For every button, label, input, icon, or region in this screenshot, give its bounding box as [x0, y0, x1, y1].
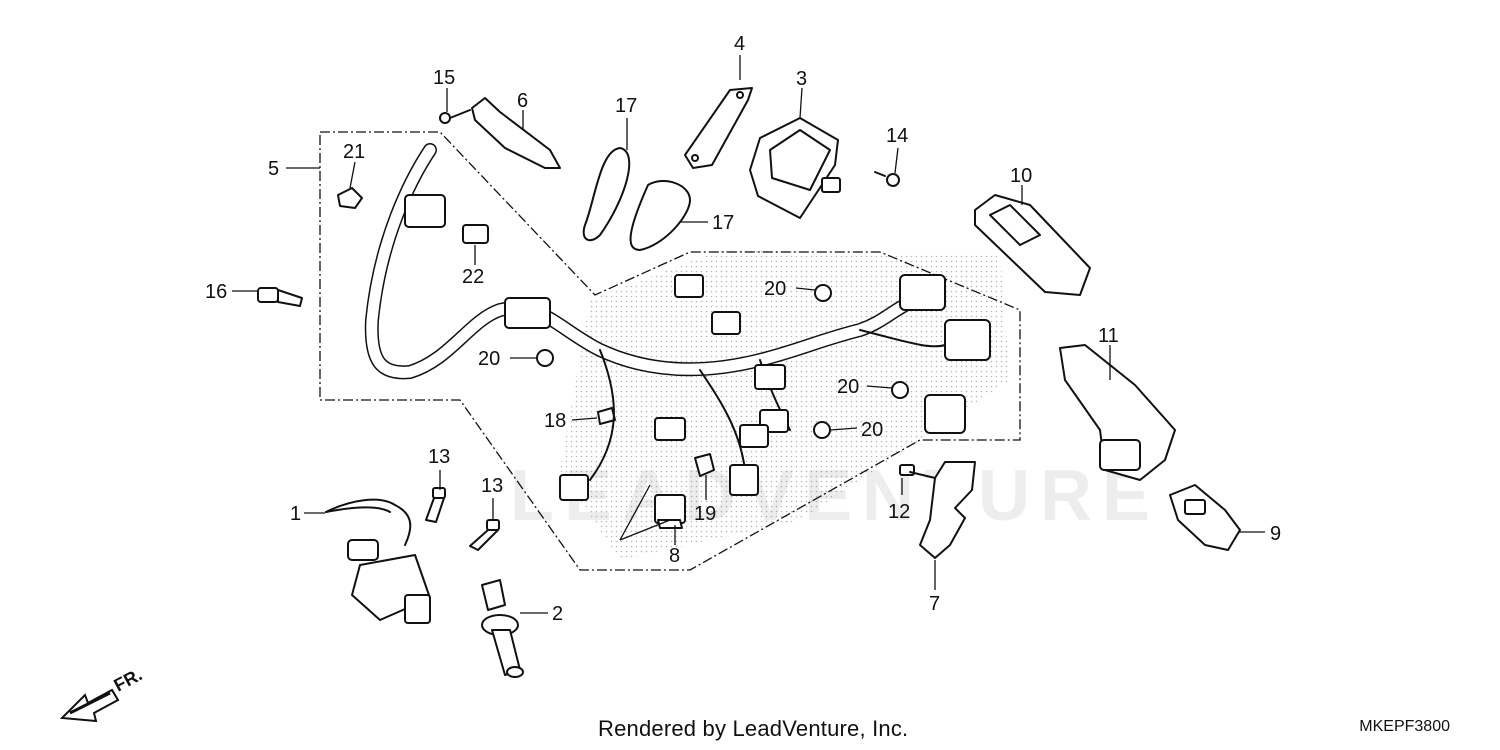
part-clip-20b: [536, 349, 554, 367]
callout-10: 10: [1010, 165, 1032, 187]
part-band-17a: [582, 147, 631, 242]
part-regulator: [749, 117, 841, 219]
callout-6: 6: [517, 90, 528, 112]
callout-21: 21: [343, 141, 365, 163]
part-clip-19: [694, 453, 715, 477]
part-clamp-bracket: [919, 461, 976, 559]
callout-4: 4: [734, 33, 745, 55]
callout-13b: 13: [481, 475, 503, 497]
part-connector-22: [462, 224, 489, 244]
part-plug-16: [257, 287, 303, 307]
part-relay-block: [1059, 344, 1176, 481]
callout-1: 1: [290, 503, 301, 525]
part-ignition-coil: [325, 498, 431, 624]
callout-11: 11: [1098, 325, 1119, 347]
callout-5: 5: [268, 158, 279, 180]
part-bolt-13a: [425, 487, 446, 523]
callout-20a: 20: [764, 278, 786, 300]
part-clip-20c: [891, 381, 909, 399]
part-bracket-plate: [684, 87, 753, 169]
part-clip-18: [597, 407, 616, 425]
part-ecu: [974, 194, 1091, 296]
leader-lines: [232, 55, 1265, 614]
part-grommet-21: [337, 187, 363, 209]
callout-9: 9: [1270, 523, 1281, 545]
callout-12: 12: [888, 501, 910, 523]
callout-7: 7: [929, 593, 940, 615]
callout-16: 16: [205, 281, 227, 303]
callout-2: 2: [552, 603, 563, 625]
part-screw-14: [874, 171, 900, 187]
callout-22: 22: [462, 266, 484, 288]
callout-20d: 20: [861, 419, 883, 441]
callout-8: 8: [669, 545, 680, 567]
part-clip-20d: [813, 421, 831, 439]
front-arrow-label: FR.: [110, 664, 145, 695]
callouts: 1 2 3 4 5 6 7 8 9 10 11 12 13 13 14 15 1…: [205, 33, 1281, 625]
diagram-code: MKEPF3800: [1359, 718, 1450, 735]
part-connector-8: [654, 494, 686, 529]
part-spark-plug-cap: [481, 579, 524, 678]
callout-14: 14: [886, 125, 908, 147]
harness-group-box: [319, 131, 1021, 571]
callout-18: 18: [544, 410, 566, 432]
callout-20b: 20: [478, 348, 500, 370]
callout-20c: 20: [837, 376, 859, 398]
callout-17b: 17: [712, 212, 734, 234]
part-bolt-12: [899, 464, 936, 479]
front-direction-arrow: FR.: [59, 664, 145, 723]
callout-15: 15: [433, 67, 455, 89]
shading: [560, 250, 1010, 560]
callout-13a: 13: [428, 446, 450, 468]
part-sensor-9: [1169, 484, 1241, 551]
part-clip-20a: [814, 284, 832, 302]
part-stay-bracket: [471, 97, 561, 169]
part-wire-harness: [364, 143, 991, 501]
callout-19: 19: [694, 503, 716, 525]
part-screw-15: [439, 109, 471, 124]
part-bolt-13b: [469, 519, 500, 551]
callout-3: 3: [796, 68, 807, 90]
credit-text: Rendered by LeadVenture, Inc.: [598, 716, 909, 741]
part-band-17b: [629, 180, 691, 251]
callout-17a: 17: [615, 95, 637, 117]
